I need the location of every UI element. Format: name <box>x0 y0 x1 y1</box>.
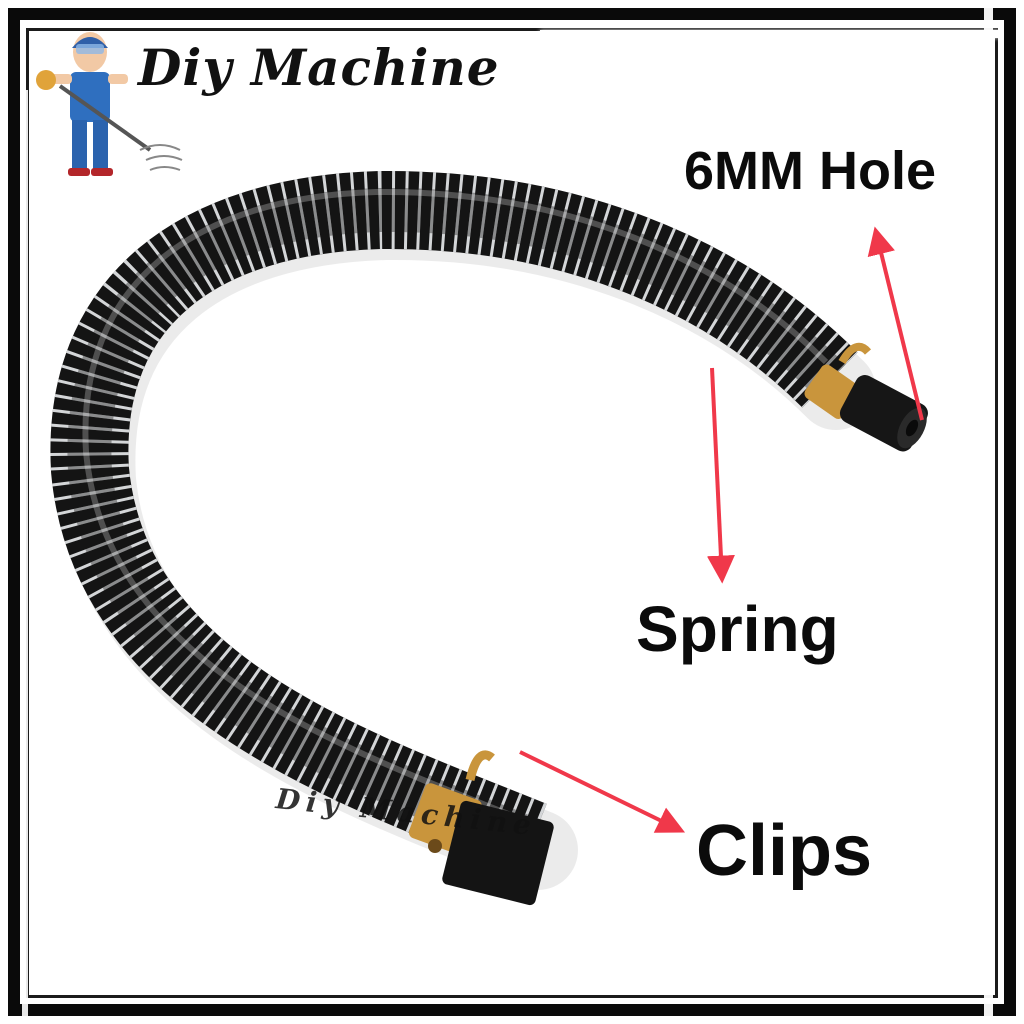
arrow-spring <box>706 367 735 584</box>
frame-highlight <box>540 30 1000 38</box>
frame-highlight <box>984 0 993 1024</box>
arrow-clips <box>519 750 686 833</box>
label-clips: Clips <box>696 811 873 891</box>
frame-highlight <box>22 90 28 1020</box>
hose <box>50 170 858 877</box>
left-tube-end <box>408 750 554 906</box>
brand-title: Diy Machine <box>138 38 500 97</box>
photo-frame <box>8 8 1016 1016</box>
arrow-hole <box>867 226 924 421</box>
label-6mm-hole: 6MM Hole <box>684 141 937 201</box>
worker-mascot-icon <box>36 32 183 176</box>
right-tube-end <box>804 342 928 452</box>
label-spring: Spring <box>636 593 839 665</box>
